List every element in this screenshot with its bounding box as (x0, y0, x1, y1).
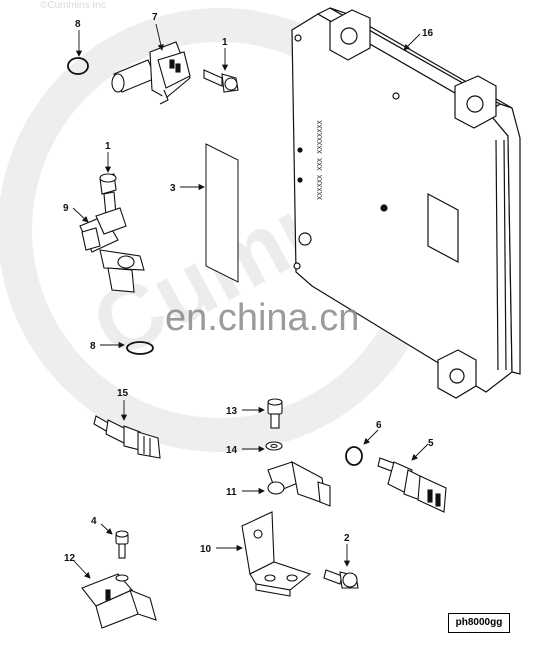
site-watermark: en.china.cn (165, 297, 359, 339)
reference-code-label: ph8000gg (448, 613, 510, 633)
callout-10: 10 (200, 544, 212, 555)
callout-9: 9 (63, 203, 69, 214)
callout-8-lower: 8 (90, 341, 96, 352)
camshaft-sensor (111, 41, 191, 105)
callout-13: 13 (226, 406, 238, 417)
callout-11: 11 (226, 487, 237, 498)
bolt-top (203, 69, 239, 93)
callout-14: 14 (226, 445, 238, 456)
gasket-sheet (205, 143, 239, 283)
mounting-bracket (241, 511, 312, 597)
callout-1-top: 1 (222, 37, 228, 48)
callout-16: 16 (422, 28, 434, 39)
flange-bolt (323, 569, 359, 589)
callout-8-top: 8 (75, 19, 81, 30)
ecm-module: XXXXXX XXX XXXXXXXX (291, 7, 521, 399)
callout-2: 2 (344, 533, 350, 544)
module-label: XXXXXX XXX XXXXXXXX (317, 119, 325, 200)
temperature-sensor (93, 415, 161, 459)
screw (115, 530, 129, 559)
callout-6: 6 (376, 420, 382, 431)
callout-12: 12 (64, 553, 76, 564)
crankshaft-sensor (79, 207, 145, 293)
callout-5: 5 (428, 438, 434, 449)
washer (265, 441, 283, 451)
position-sensor (81, 573, 157, 629)
o-ring-right (345, 446, 363, 466)
bolt-left (99, 173, 117, 217)
capscrew (267, 398, 283, 429)
leader-lines (72, 23, 429, 579)
callout-3: 3 (170, 183, 176, 194)
callout-4: 4 (91, 516, 97, 527)
callout-7: 7 (152, 12, 158, 23)
o-ring-top (67, 57, 89, 75)
copyright-watermark: ©Cummins Inc (40, 0, 106, 11)
o-ring-lower (126, 341, 154, 355)
callout-labels: 8 7 1 16 1 3 9 8 15 13 14 6 5 11 4 12 10… (63, 12, 434, 564)
callout-15: 15 (117, 388, 129, 399)
pressure-sensor (267, 460, 331, 507)
callout-1-left: 1 (105, 141, 111, 152)
pressure-sender (377, 457, 447, 513)
